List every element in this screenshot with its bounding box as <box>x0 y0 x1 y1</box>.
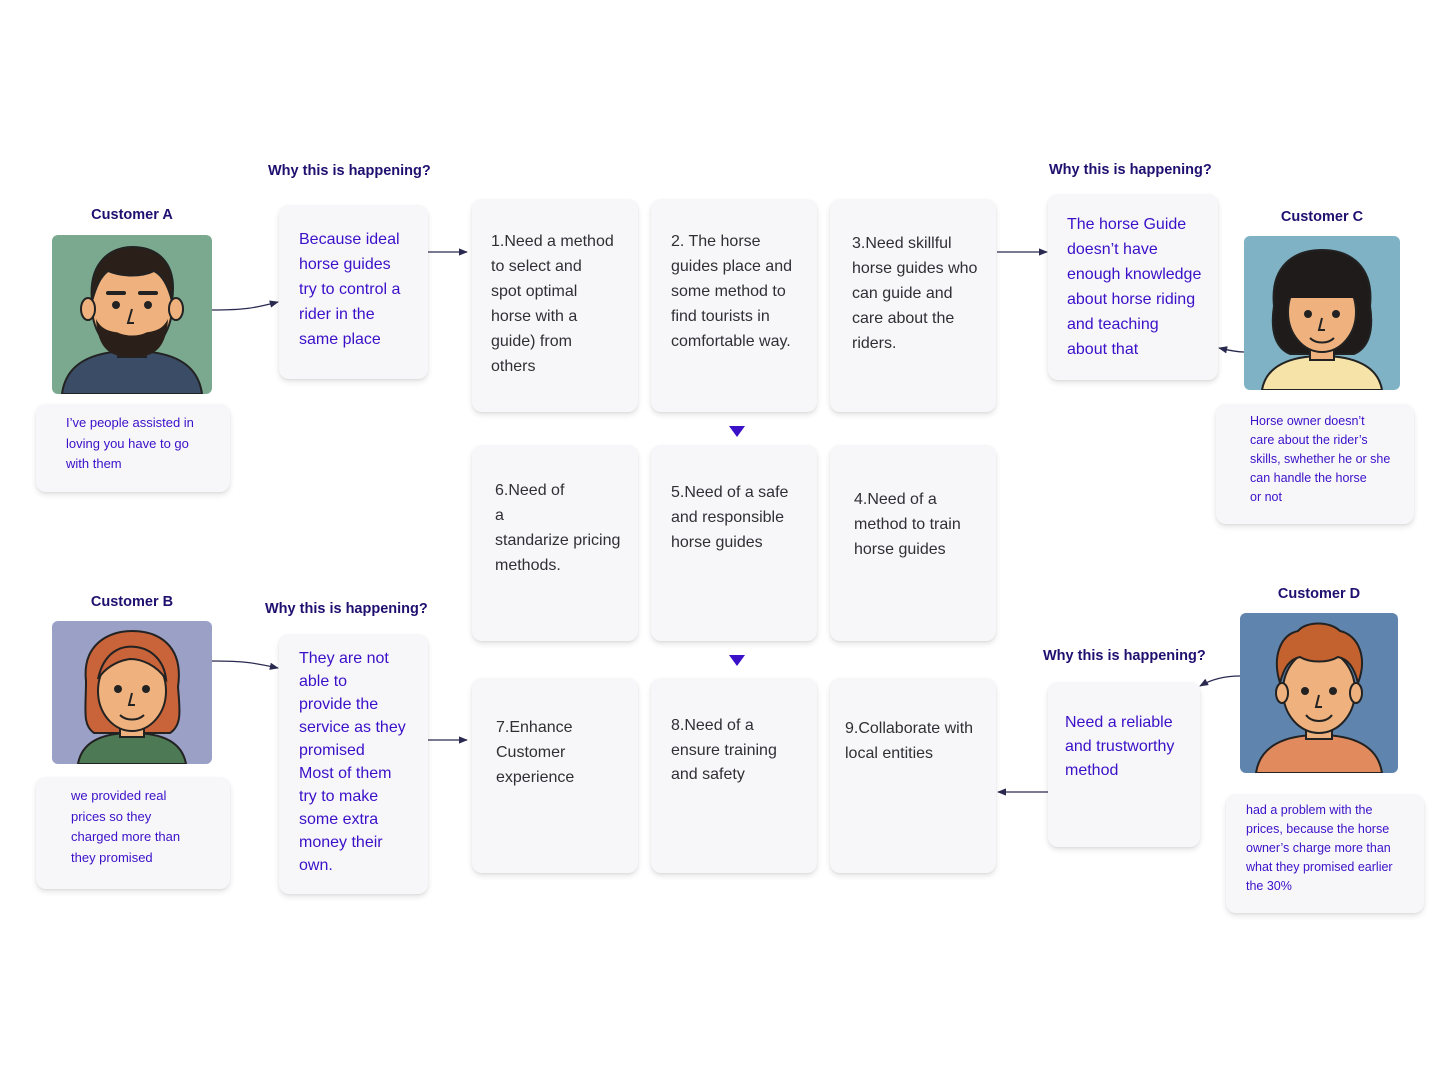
customer-a-avatar <box>52 235 212 394</box>
need-card-7: 7.Enhance Customer experience <box>472 678 638 873</box>
customer-a-quote-card: I’ve people assisted in loving you have … <box>36 404 230 492</box>
reason-d-card: Need a reliable and trustworthy method <box>1048 682 1200 847</box>
customer-a-name: Customer A <box>91 207 173 223</box>
need-text-1: 1.Need a method to select and spot optim… <box>491 233 614 375</box>
need-card-3: 3.Need skillful horse guides who can gui… <box>830 199 996 412</box>
customer-d-quote-card: had a problem with the prices, because t… <box>1226 794 1424 913</box>
reason-d-text: Need a reliable and trustworthy method <box>1065 714 1175 779</box>
need-text-9: 9.Collaborate with local entities <box>845 720 974 762</box>
customer-b-name: Customer B <box>90 594 174 610</box>
need-text-5: 5.Need of a safe and responsible horse g… <box>671 484 789 551</box>
customer-c-name: Customer C <box>1280 209 1364 225</box>
customer-d-name: Customer D <box>1277 586 1361 602</box>
reason-c-text: The horse Guide doesn’t have enough know… <box>1067 216 1202 358</box>
why-heading-d: Why this is happening? <box>1043 648 1206 664</box>
customer-c-quote: Horse owner doesn’t care about the rider… <box>1250 414 1391 504</box>
need-text-2: 2. The horse guides place and some metho… <box>671 233 792 350</box>
customer-b-quote-card: we provided real prices so they charged … <box>36 777 230 889</box>
need-text-3: 3.Need skillful horse guides who can gui… <box>852 235 978 352</box>
need-card-5: 5.Need of a safe and responsible horse g… <box>651 445 817 641</box>
need-text-4: 4.Need of a method to train horse guides <box>854 491 961 558</box>
connector-d-to-reason <box>1199 675 1241 687</box>
triangle-down-icon <box>729 655 745 666</box>
need-card-1: 1.Need a method to select and spot optim… <box>472 199 638 412</box>
why-heading-c: Why this is happening? <box>1049 162 1212 178</box>
reason-b-text: They are not able to provide the service… <box>299 650 406 874</box>
customer-c-avatar <box>1244 236 1400 390</box>
customer-d-avatar <box>1240 613 1398 773</box>
need-card-6: 6.Need of a standarize pricing methods. <box>472 445 638 641</box>
reason-a-text: Because ideal horse guides try to contro… <box>299 231 401 348</box>
need-card-4: 4.Need of a method to train horse guides <box>830 445 996 641</box>
why-heading-b: Why this is happening? <box>265 601 428 617</box>
customer-a-quote: I’ve people assisted in loving you have … <box>66 415 194 471</box>
reason-b-card: They are not able to provide the service… <box>279 634 428 894</box>
need-text-6: 6.Need of a standarize pricing methods. <box>495 482 621 574</box>
reason-c-card: The horse Guide doesn’t have enough know… <box>1048 194 1218 380</box>
need-card-8: 8.Need of a ensure training and safety <box>651 678 817 873</box>
need-text-7: 7.Enhance Customer experience <box>496 719 575 786</box>
customer-b-avatar <box>52 621 212 764</box>
need-card-2: 2. The horse guides place and some metho… <box>651 199 817 412</box>
customer-d-quote: had a problem with the prices, because t… <box>1246 803 1393 893</box>
connector-c-to-reason <box>1218 346 1245 354</box>
need-text-8: 8.Need of a ensure training and safety <box>671 717 777 783</box>
connector-b-to-reason <box>211 660 279 670</box>
customer-b-quote: we provided real prices so they charged … <box>71 788 181 865</box>
customer-c-quote-card: Horse owner doesn’t care about the rider… <box>1216 404 1414 524</box>
need-card-9: 9.Collaborate with local entities <box>830 678 996 873</box>
connector-a-to-reason <box>211 300 279 311</box>
why-heading-a: Why this is happening? <box>268 163 431 179</box>
triangle-down-icon <box>729 426 745 437</box>
reason-a-card: Because ideal horse guides try to contro… <box>279 205 428 379</box>
